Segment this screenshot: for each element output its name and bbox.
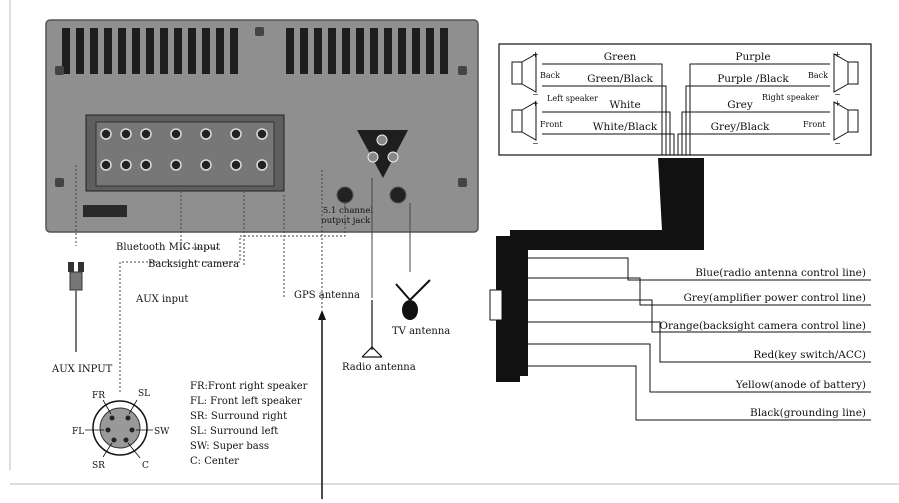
speaker-icon-front-left	[511, 101, 537, 141]
svg-text:−: −	[834, 90, 841, 99]
aux-plug-icon	[68, 262, 84, 352]
harness-label-blue: Blue(radio antenna control line)	[695, 267, 866, 279]
harness-wires	[528, 257, 871, 421]
dotted-wires	[75, 165, 346, 393]
radio-antenna-icon	[361, 300, 383, 358]
harness-connector	[489, 236, 528, 382]
speaker-wiring-box: Back Front Back Front Left speaker Right…	[498, 43, 872, 156]
left-speaker-label: Left speaker	[547, 94, 598, 103]
back-left-label: Back	[540, 71, 560, 80]
svg-text:−: −	[532, 139, 539, 148]
svg-text:+: +	[532, 50, 539, 59]
harness-label-black: Black(grounding line)	[750, 407, 866, 419]
channel-output-jack	[336, 186, 354, 204]
front-left-label: Front	[540, 120, 563, 129]
legend-item: FL: Front left speaker	[190, 396, 302, 407]
tv-antenna-icon	[395, 279, 431, 320]
front-right-label: Front	[803, 120, 826, 129]
vent-slots-left	[62, 28, 238, 74]
svg-text:+: +	[532, 99, 539, 108]
antenna-connector-block	[357, 130, 408, 178]
legend-item: SR: Surround right	[190, 411, 287, 422]
antenna-jack-top	[376, 134, 388, 146]
harness-label-grey: Grey(amplifier power control line)	[684, 292, 867, 304]
harness-cable	[510, 158, 704, 250]
svg-text:+: +	[834, 50, 841, 59]
gps-arrow-head	[318, 310, 326, 320]
wire-white: White	[609, 99, 640, 111]
svg-text:−: −	[834, 139, 841, 148]
tv-antenna-label: TV antenna	[392, 326, 450, 337]
mounting-screws	[55, 27, 467, 187]
pin-c: C	[142, 461, 149, 471]
speaker-icon-front-right	[833, 101, 859, 141]
backsight-camera-label: Backsight camera	[148, 259, 239, 270]
speaker-wires	[542, 63, 830, 155]
wire-green: Green	[604, 51, 637, 63]
wire-white-black: White/Black	[593, 121, 658, 133]
antenna-jack-right	[387, 151, 399, 163]
pin-sl: SL	[138, 389, 150, 399]
speaker-icon-back-right	[833, 53, 859, 93]
jack-label-line2: output jack	[322, 216, 372, 226]
legend-item: C: Center	[190, 456, 239, 467]
harness-label-red: Red(key switch/ACC)	[753, 349, 866, 361]
radio-antenna-label: Radio antenna	[342, 362, 416, 373]
aux-input-label: AUX input	[135, 294, 188, 305]
wire-purple-black: Purple /Black	[717, 73, 789, 85]
pin-sw: SW	[154, 427, 170, 437]
jack-label-line1: 5.1 channel	[323, 206, 374, 216]
legend-item: SL: Surround left	[190, 426, 278, 437]
bluetooth-mic-label: Bluetooth MIC input	[116, 242, 220, 253]
gps-jack	[389, 186, 407, 204]
back-right-label: Back	[808, 71, 828, 80]
wire-grey: Grey	[727, 99, 753, 111]
pin-fr: FR	[92, 391, 105, 401]
wire-grey-black: Grey/Black	[711, 121, 770, 133]
pin-sr: SR	[92, 461, 105, 471]
legend-item: SW: Super bass	[190, 441, 269, 452]
pin-legend: FR:Front right speaker FL: Front left sp…	[190, 381, 308, 467]
svg-text:−: −	[532, 90, 539, 99]
wire-green-black: Green/Black	[587, 73, 653, 85]
harness-label-yellow: Yellow(anode of battery)	[735, 379, 866, 391]
right-speaker-label: Right speaker	[762, 93, 819, 102]
gps-antenna-label: GPS antenna	[294, 290, 360, 301]
rca-jack-panel	[85, 114, 285, 192]
svg-text:+: +	[834, 99, 841, 108]
legend-item: FR:Front right speaker	[190, 381, 308, 392]
wire-purple: Purple	[735, 51, 770, 63]
antenna-jack-left	[367, 151, 379, 163]
fuse-slot	[83, 205, 127, 217]
harness-label-orange: Orange(backsight camera control line)	[659, 320, 866, 332]
head-unit: 5.1 channel output jack	[45, 19, 479, 233]
aux-input-plug-label: AUX INPUT	[51, 364, 113, 375]
speaker-icon-back-left	[511, 53, 537, 93]
pin-fl: FL	[72, 427, 84, 437]
channel-connector-icon: FR SL FL SW SR C	[72, 389, 170, 471]
vent-slots-right	[286, 28, 448, 74]
